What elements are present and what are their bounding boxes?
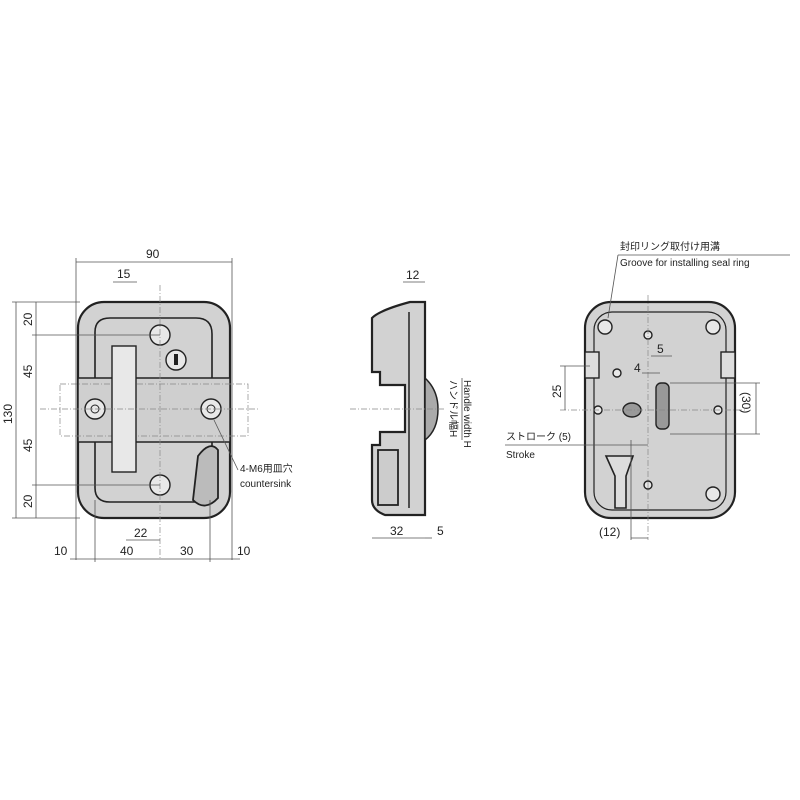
screw-br [705, 486, 721, 502]
latch-bolt [604, 455, 635, 509]
back-view: 封印リング取付け用溝 Groove for installing seal ri… [505, 240, 790, 540]
front-band-outline [59, 383, 249, 437]
dim-offset: 22 [134, 526, 148, 540]
dim-width: 90 [146, 247, 160, 261]
dim-slot: 15 [117, 267, 131, 281]
dim-top: 20 [21, 312, 35, 326]
side-view: 12 32 5 ハンドル幅H Handle width H [350, 268, 472, 539]
dim-bottom-12: (12) [599, 525, 620, 539]
groove-right [720, 351, 736, 379]
dim-protrusion: 5 [437, 524, 444, 538]
groove-note-jp: 封印リング取付け用溝 [620, 240, 720, 253]
dim-lower: 45 [21, 438, 35, 452]
groove-left [584, 351, 600, 379]
groove-note-en: Groove for installing seal ring [620, 258, 750, 269]
handle-grip [192, 445, 219, 507]
key-slot-icon [174, 354, 178, 365]
dim-right: (30) [739, 392, 753, 413]
front-upper-recess [94, 317, 213, 380]
front-view: 90 15 130 20 45 45 20 22 10 40 30 10 4-M… [1, 247, 293, 562]
dim-b2: 40 [120, 544, 134, 558]
handle-width-note-en: Handle width H [461, 380, 472, 448]
dim-b1: 10 [54, 544, 68, 558]
side-grip [377, 449, 399, 506]
handle-width-note-jp: ハンドル幅H [447, 380, 460, 437]
stroke-note-en: Stroke [506, 450, 535, 461]
dim-upper: 45 [21, 364, 35, 378]
latch-slot [655, 382, 670, 430]
countersink-note-jp: 4-M6用皿穴 [240, 462, 293, 475]
countersink-note-en: countersink [240, 479, 292, 490]
screw-tl [597, 319, 613, 335]
dim-height: 130 [1, 404, 15, 424]
dim-bottom: 20 [21, 494, 35, 508]
dim-slot-w: 5 [657, 342, 664, 356]
dim-offset-4: 4 [634, 361, 641, 375]
dim-b3: 30 [180, 544, 194, 558]
dim-left: 25 [550, 384, 564, 398]
dim-depth-top: 12 [406, 268, 420, 282]
screw-tr [705, 319, 721, 335]
dim-depth: 32 [390, 524, 404, 538]
stroke-note-jp: ストローク (5) [506, 431, 571, 443]
dim-b4: 10 [237, 544, 251, 558]
